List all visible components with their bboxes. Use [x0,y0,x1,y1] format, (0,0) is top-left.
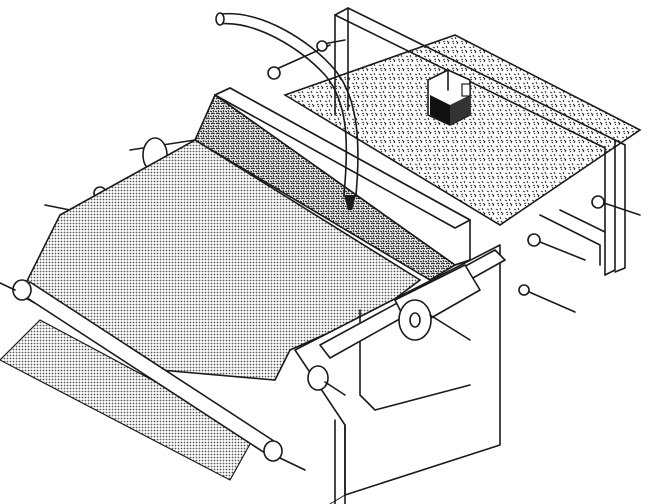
stand-roller [307,264,481,396]
roller-icon [0,279,306,471]
hopper-icon [193,87,471,281]
rear-conveyor-surface [283,34,642,226]
right-roller-axles [518,195,641,313]
rear-roller-axles [267,39,346,80]
frame-icon [334,7,626,276]
sensor-head-icon [427,69,471,126]
feed-hose-icon [215,12,359,210]
